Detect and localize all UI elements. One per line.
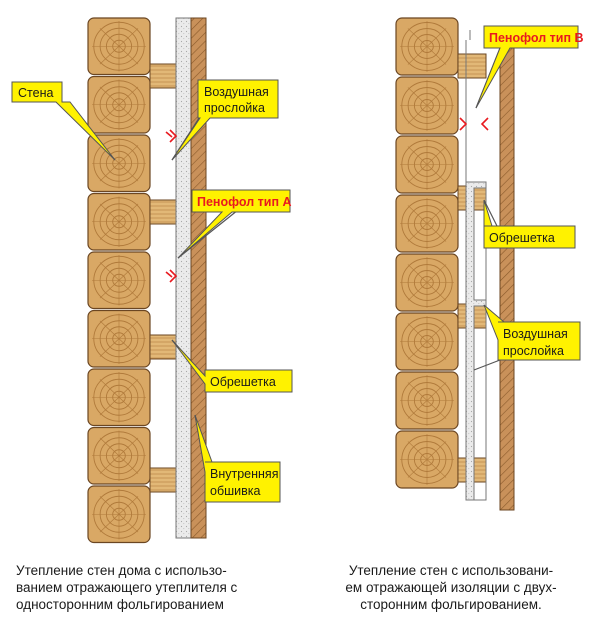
left-label-inner-lining: Внутренняя обшивка xyxy=(194,414,281,503)
left-log xyxy=(87,75,151,134)
right-label-air-gap-line1: Воздушная xyxy=(503,327,568,341)
left-batten xyxy=(149,467,177,493)
right-label-air-gap-line2: прослойка xyxy=(503,344,564,358)
left-label-air-gap-line1: Воздушная xyxy=(204,85,269,99)
right-label-air-gap: Воздушная прослойка xyxy=(483,304,581,361)
left-label-inner-lining-line1: Внутренняя xyxy=(210,467,278,481)
right-reflection-mark xyxy=(459,117,489,131)
left-log xyxy=(87,309,151,368)
left-label-penofol-text: Пенофол тип А xyxy=(197,195,292,209)
left-log xyxy=(87,192,151,251)
right-batten xyxy=(457,53,487,79)
right-log xyxy=(395,17,459,76)
left-label-batten: Обрешетка xyxy=(171,339,293,393)
right-log xyxy=(395,194,459,253)
right-caption: Утепление стен с использовани- ем отража… xyxy=(345,563,557,612)
left-label-penofol: Пенофол тип А xyxy=(177,189,292,259)
right-label-batten: Обрешетка xyxy=(483,199,576,249)
right-log xyxy=(395,135,459,194)
right-penofol-layer xyxy=(465,40,487,501)
right-label-penofol: Пенофол тип В xyxy=(475,25,584,109)
left-log-wall xyxy=(87,17,151,544)
left-log xyxy=(87,134,151,193)
insulation-diagram: Стена Воздушная прослойка Пенофол тип А … xyxy=(11,17,584,544)
left-label-wall: Стена xyxy=(11,81,116,161)
left-batten xyxy=(149,334,177,360)
right-log xyxy=(395,253,459,312)
right-label-penofol-text: Пенофол тип В xyxy=(489,31,584,45)
right-log xyxy=(395,430,459,489)
left-log xyxy=(87,368,151,427)
right-log xyxy=(395,76,459,135)
left-reflection-mark-1 xyxy=(165,129,178,143)
left-diagram: Стена Воздушная прослойка Пенофол тип А … xyxy=(11,17,293,544)
right-log xyxy=(395,371,459,430)
left-batten xyxy=(149,63,177,89)
left-reflection-mark-2 xyxy=(165,269,178,283)
left-label-wall-text: Стена xyxy=(18,86,53,100)
left-penofol-layer xyxy=(175,17,192,539)
left-label-inner-lining-line2: обшивка xyxy=(210,484,261,498)
right-diagram: Пенофол тип В Обрешетка Воздушная просло… xyxy=(395,17,584,511)
left-inner-lining xyxy=(190,17,207,539)
left-log xyxy=(87,251,151,310)
right-log xyxy=(395,312,459,371)
left-log xyxy=(87,17,151,76)
left-battens xyxy=(149,63,177,493)
left-log xyxy=(87,426,151,485)
left-caption: Утепление стен дома с использо- ванием о… xyxy=(16,563,238,612)
right-inner-lining xyxy=(499,39,515,511)
right-label-batten-text: Обрешетка xyxy=(489,231,555,245)
right-foil-outline xyxy=(469,30,487,501)
left-label-air-gap-line2: прослойка xyxy=(204,101,265,115)
left-label-air-gap: Воздушная прослойка xyxy=(171,79,279,161)
left-batten xyxy=(149,199,177,225)
right-log-wall xyxy=(395,17,459,489)
left-log xyxy=(87,485,151,544)
left-label-batten-text: Обрешетка xyxy=(210,375,276,389)
